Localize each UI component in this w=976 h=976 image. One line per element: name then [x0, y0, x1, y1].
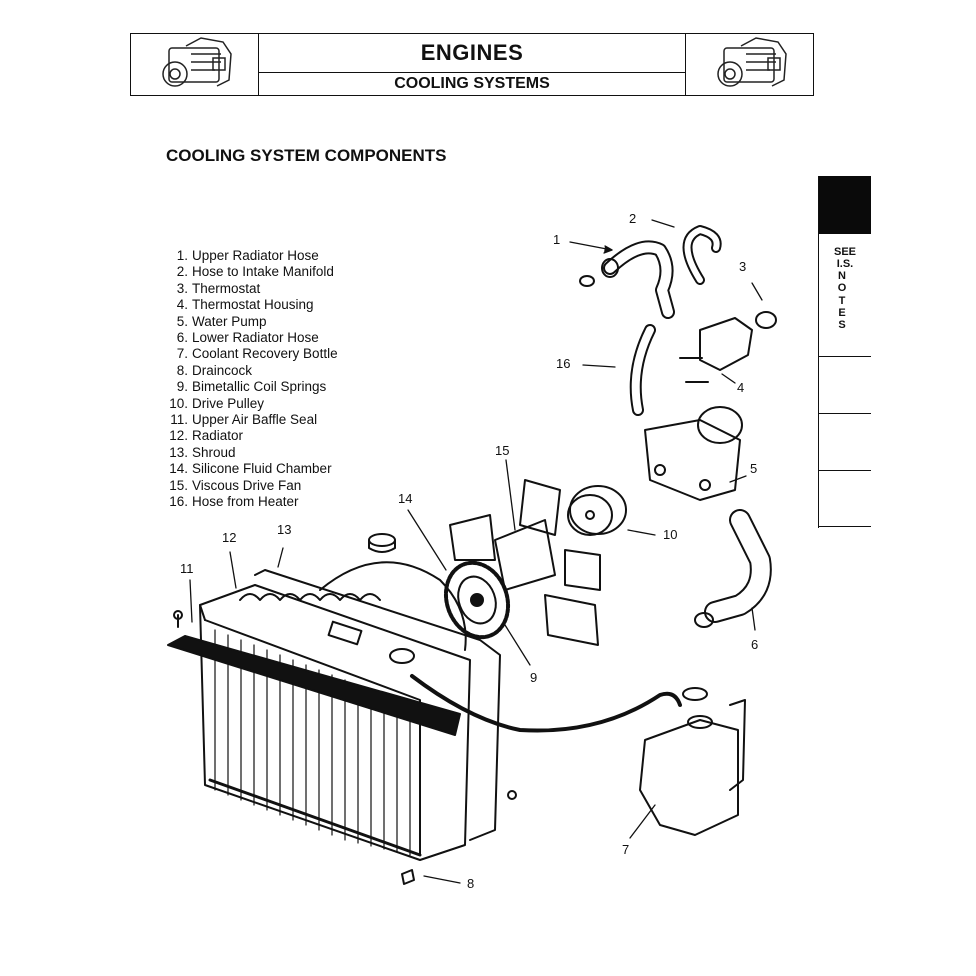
page-header: ENGINES COOLING SYSTEMS	[130, 33, 814, 96]
list-item: 14.Silicone Fluid Chamber	[169, 461, 332, 477]
list-item: 1.Upper Radiator Hose	[176, 248, 319, 263]
tab-marker	[819, 176, 871, 234]
draincock	[401, 869, 415, 885]
radiator-cap	[368, 533, 396, 547]
engine-illustration-right	[685, 34, 813, 95]
callout-11: 11	[180, 561, 194, 576]
list-item: 11.Upper Air Baffle Seal	[170, 412, 318, 428]
section-title: COOLING SYSTEM COMPONENTS	[166, 146, 447, 165]
tab-divider	[819, 356, 871, 357]
list-item: 15.Viscous Drive Fan	[169, 477, 302, 493]
callout-6: 6	[751, 637, 759, 652]
list-item: 3.Thermostat	[176, 280, 261, 296]
component-legend: 1.Upper Radiator Hose 2.Hose to Intake M…	[160, 248, 338, 511]
list-item: 4.Thermostat Housing	[176, 297, 314, 313]
tab-divider	[819, 526, 871, 527]
side-index-tab: SEE I.S. NOTES	[818, 176, 871, 528]
engine-illustration-left	[131, 34, 259, 95]
list-item: 2.Hose to Intake Manifold	[176, 264, 334, 280]
water-pump	[644, 406, 743, 501]
list-item: 6.Lower Radiator Hose	[176, 330, 319, 346]
callout-9: 9	[530, 670, 538, 685]
list-item: 5.Water Pump	[176, 313, 267, 329]
callout-5: 5	[750, 461, 758, 476]
coolant-recovery-bottle	[639, 687, 746, 836]
thermostat	[755, 311, 777, 329]
list-item: 10.Drive Pulley	[169, 395, 265, 411]
callout-14: 14	[398, 491, 413, 506]
header-subtitle: COOLING SYSTEMS	[394, 75, 550, 92]
callout-15: 15	[495, 443, 510, 458]
fan-blades	[449, 479, 601, 646]
drive-pulley	[567, 485, 627, 536]
callout-12: 12	[222, 530, 237, 545]
list-item: 16.Hose from Heater	[169, 494, 299, 510]
tab-divider	[819, 470, 871, 471]
list-item: 12.Radiator	[169, 428, 244, 444]
callout-2: 2	[629, 211, 637, 226]
tab-notes-label: NOTES	[837, 270, 847, 332]
list-item: 9.Bimetallic Coil Springs	[176, 379, 327, 395]
callout-8: 8	[467, 876, 475, 891]
radiator	[199, 584, 471, 861]
callout-1: 1	[553, 232, 561, 247]
callout-13: 13	[277, 522, 292, 537]
list-item: 13.Shroud	[169, 444, 236, 460]
tab-see-label: SEE I.S.	[833, 246, 856, 270]
header-title: ENGINES	[259, 34, 685, 73]
callout-10: 10	[663, 527, 678, 542]
thermostat-housing	[679, 317, 753, 383]
overflow-tube	[410, 674, 682, 733]
shroud	[254, 561, 501, 841]
callout-16: 16	[556, 356, 571, 371]
callout-3: 3	[739, 259, 747, 274]
list-item: 7.Coolant Recovery Bottle	[176, 346, 338, 362]
list-item: 8.Draincock	[176, 362, 253, 378]
viscous-fan	[443, 560, 511, 640]
callout-4: 4	[737, 380, 745, 395]
tab-divider	[819, 413, 871, 414]
baffle-seal	[167, 635, 461, 736]
callout-7: 7	[622, 842, 630, 857]
